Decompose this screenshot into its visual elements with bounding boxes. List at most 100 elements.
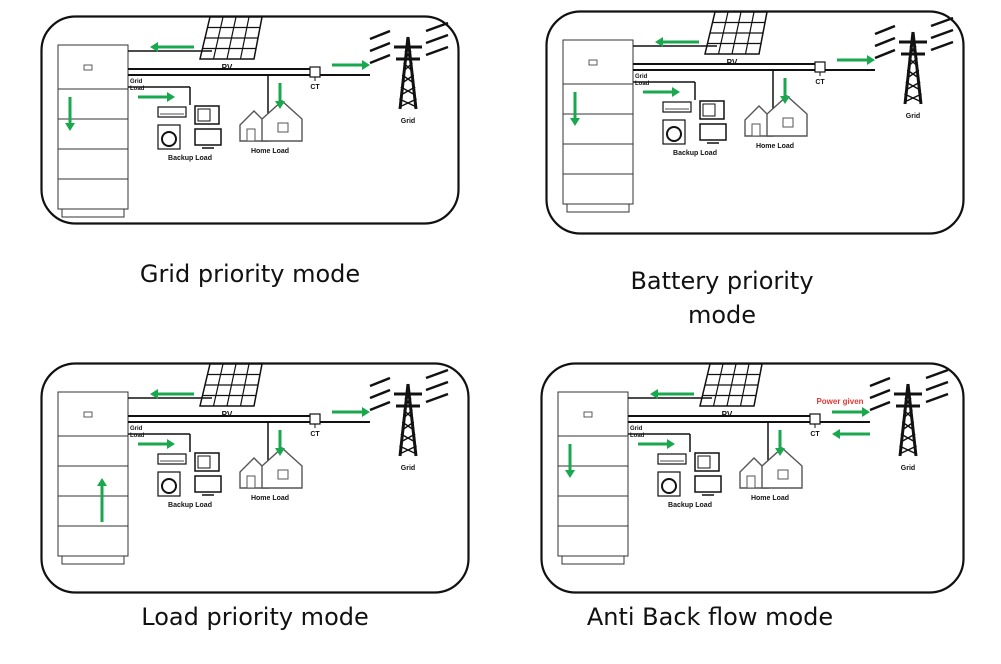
battery-module	[57, 435, 129, 467]
flow-arrow-to-home-load	[780, 78, 790, 104]
air-conditioner-icon	[157, 453, 187, 465]
grid-label: Grid	[906, 113, 920, 120]
flow-arrow-ct-to-grid	[837, 55, 875, 65]
backup-load-label: Backup Load	[168, 502, 212, 509]
caption-load-priority: Load priority mode	[141, 603, 369, 631]
inverter-display-icon	[583, 411, 593, 418]
grid-label: Grid	[901, 465, 915, 472]
home-icon	[239, 100, 303, 142]
inverter-unit	[557, 391, 629, 437]
battery-module	[57, 178, 129, 210]
ct-clamp-icon	[814, 61, 826, 73]
battery-module	[557, 495, 629, 527]
battery-module	[562, 143, 634, 175]
flow-arrow-ct-to-grid	[832, 407, 870, 417]
home-icon	[239, 447, 303, 489]
solar-panel-icon	[199, 363, 263, 407]
flow-arrow-to-backup-load	[138, 439, 175, 449]
inverter-unit	[57, 391, 129, 437]
air-conditioner-icon	[157, 106, 187, 118]
inverter-display-icon	[83, 64, 93, 71]
flow-arrow-to-home-load	[275, 430, 285, 456]
transmission-tower-icon	[369, 21, 449, 110]
home-load-label: Home Load	[751, 495, 789, 502]
inverter-display-icon	[588, 59, 598, 66]
battery-module	[557, 525, 629, 557]
flow-arrow-pv-to-battery	[150, 389, 194, 399]
battery-module	[562, 173, 634, 205]
load-port-label: Load	[130, 86, 145, 92]
backup-load-label: Backup Load	[673, 150, 717, 157]
pv-label: PV	[727, 58, 738, 67]
backup-load-appliances	[662, 100, 727, 145]
power-given-label: Power given	[816, 397, 863, 406]
air-conditioner-icon	[662, 101, 692, 113]
grid-port-label: Grid	[130, 426, 143, 432]
solar-panel-icon	[199, 16, 263, 60]
caption-grid-priority: Grid priority mode	[139, 260, 361, 288]
grid-port-label: Grid	[130, 79, 143, 85]
flow-arrow-pv-to-battery	[655, 37, 699, 47]
grid-label: Grid	[401, 465, 415, 472]
battery-module	[57, 495, 129, 527]
home-icon	[739, 447, 803, 489]
ct-clamp-icon	[309, 66, 321, 78]
flow-arrow-battery-down	[565, 444, 575, 478]
ct-label: CT	[310, 431, 320, 438]
flow-arrow-to-backup-load	[138, 92, 175, 102]
battery-stack	[562, 39, 634, 213]
inverter-unit	[562, 39, 634, 85]
flow-arrow-battery-up	[97, 478, 107, 522]
caption-anti-back-flow: Anti Back flow mode	[586, 603, 834, 631]
battery-base	[566, 203, 630, 213]
flow-arrow-to-home-load	[775, 430, 785, 456]
backup-load-label: Backup Load	[168, 155, 212, 162]
flow-arrow-to-backup-load	[638, 439, 675, 449]
flow-arrow-pv-to-battery	[650, 389, 694, 399]
home-icon	[744, 95, 808, 137]
solar-panel-icon	[699, 363, 763, 407]
battery-module	[57, 148, 129, 180]
battery-module	[57, 118, 129, 150]
tv-icon	[699, 123, 727, 141]
pv-label: PV	[222, 410, 233, 419]
load-port-label: Load	[130, 433, 145, 439]
inverter-display-icon	[83, 411, 93, 418]
flow-arrow-ct-to-grid	[332, 407, 370, 417]
backup-load-label: Backup Load	[668, 502, 712, 509]
transmission-tower-icon	[369, 368, 449, 457]
flow-arrow-to-home-load	[275, 83, 285, 109]
battery-stack	[57, 391, 129, 565]
ct-label: CT	[810, 431, 820, 438]
battery-base	[561, 555, 625, 565]
battery-base	[61, 208, 125, 218]
backup-load-appliances	[157, 452, 222, 497]
battery-stack	[557, 391, 629, 565]
tv-icon	[694, 475, 722, 493]
backup-load-appliances	[157, 105, 222, 150]
load-port-label: Load	[630, 433, 645, 439]
flow-arrow-grid-to-ct	[832, 429, 870, 439]
flow-arrow-to-backup-load	[643, 87, 680, 97]
ct-label: CT	[815, 79, 825, 86]
load-port-label: Load	[635, 81, 650, 87]
tv-icon	[194, 128, 222, 146]
transmission-tower-icon	[869, 368, 949, 457]
grid-port-label: Grid	[635, 74, 648, 80]
pv-label: PV	[722, 410, 733, 419]
home-load-label: Home Load	[756, 143, 794, 150]
inverter-unit	[57, 44, 129, 90]
battery-stack	[57, 44, 129, 218]
flow-arrow-battery-down	[570, 92, 580, 126]
ct-label: CT	[310, 84, 320, 91]
flow-arrow-battery-down	[65, 97, 75, 131]
grid-port-label: Grid	[630, 426, 643, 432]
ct-clamp-icon	[809, 413, 821, 425]
